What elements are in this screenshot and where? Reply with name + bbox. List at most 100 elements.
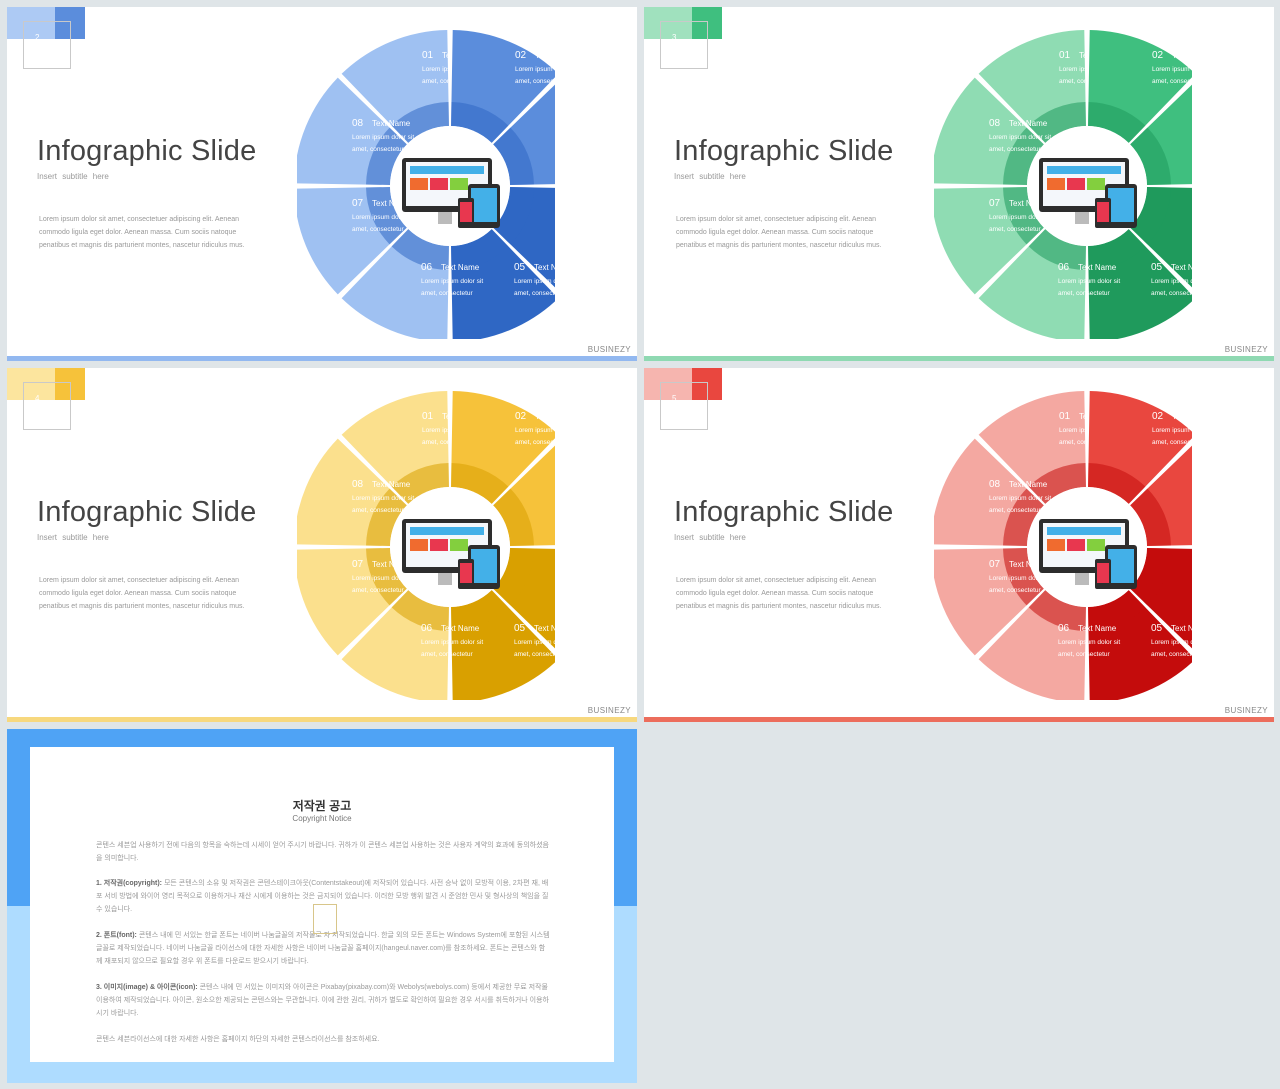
screen-tile [450,178,468,190]
slide-subtitle: Insert subtitle here [37,172,109,181]
segment-text: Lorem ipsum dolor sit [514,639,555,646]
slide-title: Infographic Slide [674,496,894,528]
phone-screen [1097,563,1109,583]
segment-text: amet, consectetur [352,587,404,594]
slide-yellow[interactable]: 4 Infographic Slide Insert subtitle here… [7,368,637,722]
segment-number: 06 [421,623,433,634]
segment-name: Text Name [1078,624,1117,633]
screen-tile [1067,539,1085,551]
slide-body-text: Lorem ipsum dolor sit amet, consectetuer… [676,577,882,610]
slide-copyright[interactable]: 저작권 공고 Copyright Notice 콘텐스 세븐업 사용하기 전에 … [7,729,637,1083]
segment-name: Text Name [1172,51,1192,60]
segment-text: Lorem ipsum dolor sit [989,575,1051,582]
screen-header [410,527,484,535]
slide-bottom-bar [7,356,637,361]
segment-text: amet, consectetur [1058,651,1110,658]
copyright-subtitle: Copyright Notice [292,814,352,823]
segment-number: 01 [422,411,434,422]
wheel-inner-ring [1003,127,1044,185]
segment-name: Text Name [1009,480,1048,489]
slide-red[interactable]: 5 Infographic Slide Insert subtitle here… [644,368,1274,722]
segment-number: 07 [989,198,1001,209]
segment-number: 01 [422,50,434,61]
segment-number: 05 [1151,262,1163,273]
segment-number: 02 [1152,50,1164,61]
segment-text: Lorem ipsum dolor sit [1151,639,1192,646]
monitor-stand [438,212,452,224]
page-number: 5 [672,394,677,403]
brand-logo: BUSINEZY [1224,345,1268,354]
screen-tile [1047,539,1065,551]
screen-tile [1047,178,1065,190]
wheel-inner-ring [451,102,509,143]
page-number: 2 [35,33,40,42]
screen-tile [1087,178,1105,190]
slide-subtitle: Insert subtitle here [674,533,746,542]
segment-number: 06 [421,262,433,273]
monitor-stand [438,573,452,585]
segment-number: 07 [352,559,364,570]
phone-screen [460,202,472,222]
wheel-inner-ring [493,548,534,606]
screen-tile [450,539,468,551]
segment-name: Text Name [534,624,555,633]
segment-text: Lorem ipsum dolor sit [989,214,1051,221]
segment-number: 08 [989,118,1001,129]
segment-name: Text Name [1171,624,1192,633]
wheel-inner-ring [493,187,534,245]
segment-text: Lorem ipsum dolor sit [421,639,483,646]
slide-blue[interactable]: 2 Infographic Slide Insert subtitle here… [7,7,637,361]
page-number: 3 [672,33,677,42]
segment-number: 06 [1058,623,1070,634]
segment-text: amet, consectetur [989,507,1041,514]
segment-name: Text Name [535,51,555,60]
segment-number: 02 [1152,411,1164,422]
wheel-inner-ring [391,102,449,143]
copyright-paragraph: 콘텐스 세븐라이선스에 대한 자세한 사항은 홈페이지 하단의 자세한 콘텐스라… [96,1036,380,1043]
segment-text: amet, consectetur [515,78,555,85]
slide-body-text: Lorem ipsum dolor sit amet, consectetuer… [676,216,882,249]
segment-text: amet, consectetur [514,290,555,297]
wheel-inner-ring [366,127,407,185]
wheel-inner-ring [1003,488,1044,546]
tablet-screen [471,188,497,222]
phone-screen [460,563,472,583]
screen-header [1047,527,1121,535]
watermark-logo [313,904,337,934]
wheel-inner-ring [493,488,534,546]
slide-subtitle: Insert subtitle here [37,533,109,542]
segment-text: amet, consectetur [352,146,404,153]
segment-number: 05 [514,262,526,273]
slide-bottom-bar [7,717,637,722]
segment-number: 05 [514,623,526,634]
screen-tile [430,178,448,190]
segment-number: 01 [1059,50,1071,61]
segment-number: 08 [352,118,364,129]
brand-logo: BUSINEZY [587,345,631,354]
segment-name: Text Name [1009,119,1048,128]
wheel-inner-ring [1028,229,1086,270]
segment-text: amet, consectetur [1152,439,1192,446]
wheel-inner-ring [451,229,509,270]
segment-number: 02 [515,50,527,61]
wheel-inner-ring [1088,102,1146,143]
segment-text: amet, consectetur [1151,290,1192,297]
segment-text: Lorem ipsum dolor sit [1152,66,1192,73]
wheel-inner-ring [1088,590,1146,631]
segment-text: Lorem ipsum dolor sit [1058,278,1120,285]
segment-text: Lorem ipsum dolor sit [352,575,414,582]
segment-number: 08 [352,479,364,490]
segment-text: Lorem ipsum dolor sit [515,427,555,434]
wheel-inner-ring [451,463,509,504]
slide-green[interactable]: 3 Infographic Slide Insert subtitle here… [644,7,1274,361]
copyright-paragraph: 3. 이미지(image) & 아이콘(icon): 콘텐스 내에 민 서있는 … [96,984,549,1017]
segment-text: amet, consectetur [421,290,473,297]
segment-number: 08 [989,479,1001,490]
copyright-paper: 저작권 공고 Copyright Notice 콘텐스 세븐업 사용하기 전에 … [30,747,614,1062]
wheel-inner-ring [1130,127,1171,185]
segment-text: amet, consectetur [515,439,555,446]
wheel-inner-ring [1028,102,1086,143]
segment-text: Lorem ipsum dolor sit [1058,639,1120,646]
segment-text: Lorem ipsum dolor sit [514,278,555,285]
